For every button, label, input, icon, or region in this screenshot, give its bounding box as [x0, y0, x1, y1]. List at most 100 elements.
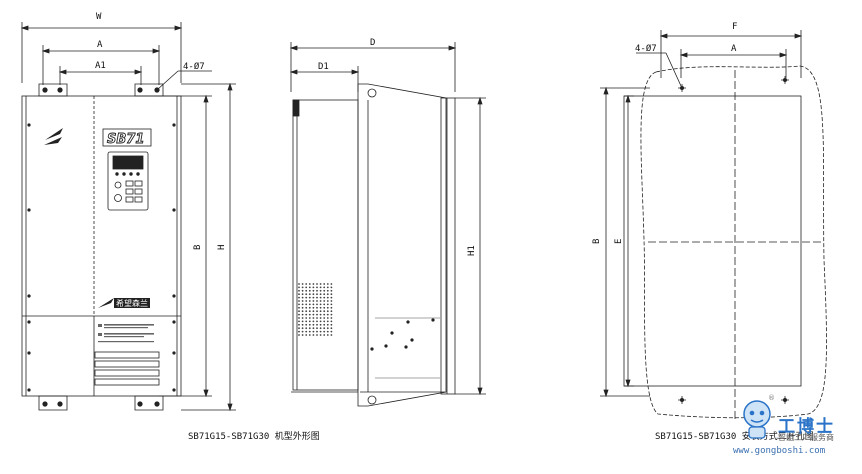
keypad-panel: [107, 151, 149, 211]
vent-dot: [319, 300, 322, 302]
vent-dot: [316, 334, 318, 336]
vent-dot: [308, 283, 311, 285]
vent-dot: [301, 283, 304, 285]
vent-dot: [305, 327, 308, 330]
vent-dot: [308, 330, 311, 333]
vent-dot: [319, 303, 322, 306]
vent-dot: [323, 296, 326, 299]
vent-dot: [301, 303, 304, 306]
vent-dot: [326, 313, 329, 316]
mount-dim-f-label: F: [732, 22, 737, 32]
vent-dot: [308, 310, 311, 313]
mount-dim-b-label: B: [592, 239, 602, 244]
mount-hole-note: 4-Ø7: [635, 43, 657, 54]
vent-dot: [326, 306, 329, 309]
vent-dot: [330, 306, 333, 309]
vent-dot: [298, 334, 300, 336]
vent-dot: [316, 310, 318, 313]
vent-dot: [308, 320, 311, 323]
vent-dot: [319, 310, 322, 313]
registered-mark: ®: [768, 394, 775, 402]
vent-dot: [326, 330, 329, 333]
mount-hole-marks: [678, 76, 789, 404]
vent-dot: [301, 289, 304, 292]
vent-dot: [312, 323, 315, 326]
vent-dot: [330, 303, 333, 306]
nameplate: 希望森兰: [98, 298, 150, 308]
vent-dot: [326, 323, 329, 326]
vent-dot: [323, 330, 326, 333]
vent-dot: [330, 323, 333, 326]
vent-dot: [316, 327, 318, 330]
robot-mascot-icon: [743, 400, 771, 439]
vent-dot: [316, 300, 318, 302]
vent-dot: [316, 317, 318, 319]
vent-dot: [312, 286, 315, 289]
vent-dot: [312, 334, 315, 336]
vent-dot: [323, 286, 326, 289]
vent-dot: [298, 303, 300, 306]
vent-dot: [305, 317, 308, 319]
vent-dot: [312, 330, 315, 333]
model-badge: SB71: [107, 132, 144, 147]
vent-dot: [301, 317, 304, 319]
vent-dot: [326, 334, 329, 336]
vent-dot: [305, 296, 308, 299]
vent-dot: [312, 300, 315, 302]
vent-dot: [319, 330, 322, 333]
vent-dot: [298, 310, 300, 313]
dim-h1-label: H1: [467, 245, 477, 256]
vent-dot: [326, 300, 329, 302]
vent-dot: [308, 289, 311, 292]
vent-dot: [312, 283, 315, 285]
vent-dot: [319, 296, 322, 299]
vent-dot: [316, 289, 318, 292]
vent-dot: [316, 330, 318, 333]
mount-dim-a-label: A: [731, 44, 737, 54]
vent-dot: [301, 300, 304, 302]
vent-dot: [308, 306, 311, 309]
vent-dot: [316, 283, 318, 285]
vent-dot: [319, 313, 322, 316]
vent-dot: [316, 293, 318, 296]
front-view: W A A1 4-Ø7: [20, 12, 236, 412]
vent-dot: [301, 330, 304, 333]
dim-a-label: A: [97, 40, 103, 50]
dim-w-label: W: [96, 12, 102, 22]
vent-dot: [326, 310, 329, 313]
vent-dot: [301, 286, 304, 289]
vent-dot: [330, 327, 333, 330]
vent-dot: [308, 293, 311, 296]
vent-dot: [326, 283, 329, 285]
vent-dot: [301, 327, 304, 330]
mounting-view: F A 4-Ø7 B E: [592, 22, 827, 420]
watermark-brand-name: 工博士: [778, 417, 835, 437]
vent-dot: [312, 293, 315, 296]
vent-dot: [323, 289, 326, 292]
vent-dot: [316, 313, 318, 316]
vent-dot: [323, 320, 326, 323]
vent-dot: [326, 317, 329, 319]
vent-dot: [298, 323, 300, 326]
watermark-url[interactable]: www.gongboshi.com: [733, 446, 826, 456]
vent-dot: [319, 293, 322, 296]
vent-dot: [298, 313, 300, 316]
vent-dot: [330, 334, 333, 336]
vent-dot: [316, 303, 318, 306]
vent-dot: [308, 286, 311, 289]
vent-dot: [301, 313, 304, 316]
vent-dot: [319, 289, 322, 292]
vent-dot: [305, 330, 308, 333]
vent-dot: [312, 289, 315, 292]
vent-dot: [305, 283, 308, 285]
vent-dot: [298, 330, 300, 333]
vent-dot: [305, 289, 308, 292]
vent-dot: [298, 283, 300, 285]
vent-dot: [298, 317, 300, 319]
vent-dot: [305, 303, 308, 306]
mount-dim-e-label: E: [614, 239, 624, 244]
vent-dot: [308, 300, 311, 302]
vent-slots: [94, 351, 160, 386]
vent-dot: [330, 320, 333, 323]
